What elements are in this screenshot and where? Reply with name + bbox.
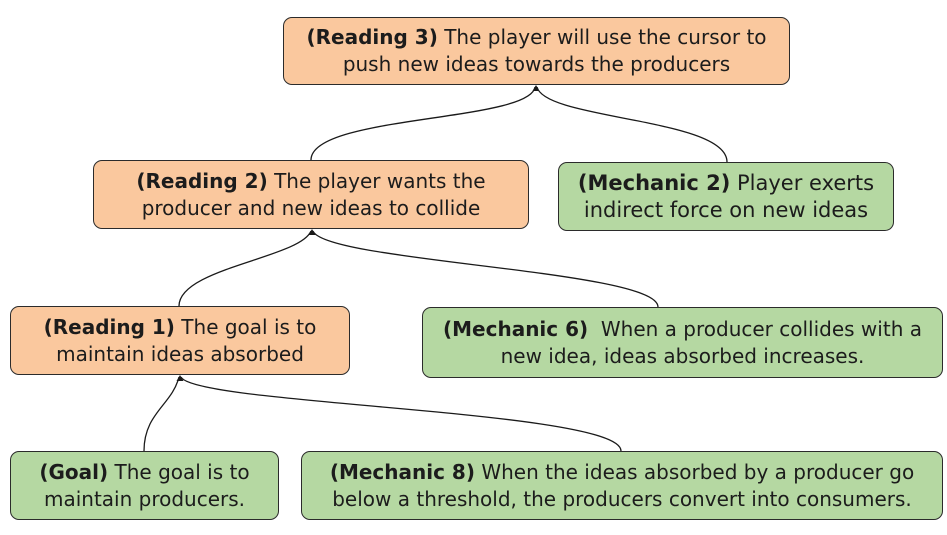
node-mechanic-2-text: (Mechanic 2) Player exerts indirect forc… [565,170,887,224]
edge-goal-to-reading1 [143,376,180,452]
node-mechanic-6-title: (Mechanic 6) [443,316,589,341]
node-reading-2-description: The player wants the producer and new id… [141,168,486,220]
node-reading-1-description: The goal is to maintain ideas absorbed [56,314,317,366]
node-reading-2-text: (Reading 2) The player wants the produce… [100,168,522,222]
edge-mechanic8-to-reading1 [180,376,622,452]
node-mechanic-2-description: Player exerts indirect force on new idea… [583,170,875,222]
node-reading-1: (Reading 1) The goal is to maintain idea… [10,306,350,375]
node-goal-description: The goal is to maintain producers. [43,459,250,511]
arrowhead-reading1 [176,375,184,381]
node-mechanic-6: (Mechanic 6) When a producer collides wi… [422,307,943,378]
arrowhead-reading3 [532,85,540,91]
node-reading-3-title: (Reading 3) [306,25,438,49]
node-mechanic-8: (Mechanic 8) When the ideas absorbed by … [301,451,943,520]
edge-reading2-to-reading3 [310,86,536,161]
node-mechanic-6-text: (Mechanic 6) When a producer collides wi… [429,316,936,370]
node-reading-3: (Reading 3) The player will use the curs… [283,17,790,85]
node-mechanic-6-description: When a producer collides with a new idea… [500,316,929,368]
node-goal-title: (Goal) [39,459,109,484]
node-goal: (Goal) The goal is to maintain producers… [10,451,279,520]
arrowhead-reading2 [308,229,316,235]
edge-reading1-to-reading2 [178,230,312,307]
edge-mechanic6-to-reading2 [312,230,659,308]
node-mechanic-8-description: When the ideas absorbed by a producer go… [332,459,915,511]
node-mechanic-2-title: (Mechanic 2) [577,170,731,195]
node-reading-2: (Reading 2) The player wants the produce… [93,160,529,229]
node-mechanic-8-text: (Mechanic 8) When the ideas absorbed by … [308,459,936,513]
node-mechanic-8-title: (Mechanic 8) [329,459,475,484]
edge-mechanic2-to-reading3 [536,86,728,163]
node-reading-1-text: (Reading 1) The goal is to maintain idea… [17,314,343,368]
node-goal-text: (Goal) The goal is to maintain producers… [17,459,272,513]
node-reading-2-title: (Reading 2) [136,168,268,193]
node-reading-3-description: The player will use the cursor to push n… [342,25,767,76]
node-reading-3-text: (Reading 3) The player will use the curs… [290,24,783,78]
node-reading-1-title: (Reading 1) [43,314,175,339]
node-mechanic-2: (Mechanic 2) Player exerts indirect forc… [558,162,894,231]
